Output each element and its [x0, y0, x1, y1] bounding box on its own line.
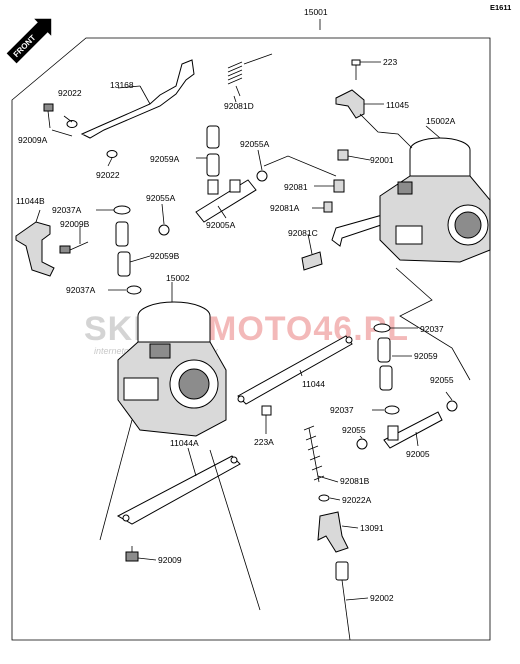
- spring-92081C-icon: [301, 251, 323, 271]
- spring-92081A-icon: [323, 201, 333, 213]
- label-223: 223: [383, 57, 397, 67]
- label-92037A-low: 92037A: [66, 285, 96, 295]
- bar-11044A-icon: [116, 455, 241, 525]
- label-92081D: 92081D: [224, 101, 254, 111]
- oring-92055A-mid-icon: [158, 224, 170, 236]
- label-92005A: 92005A: [206, 220, 236, 230]
- tube-92059B-bot-icon: [117, 251, 131, 277]
- screw-223-icon: [351, 59, 381, 80]
- front-arrow-icon: FRONT: [6, 18, 52, 64]
- carburetor-15002-icon: [117, 301, 227, 437]
- bracket-11044B-icon: [15, 221, 55, 277]
- bracket-13168-icon: [80, 59, 195, 139]
- label-92022A: 92022A: [342, 495, 372, 505]
- spring-92081D-icon: [227, 53, 273, 97]
- tube-92059-top-icon: [377, 337, 391, 363]
- washer-92022A-icon: [318, 494, 330, 502]
- label-11044B: 11044B: [16, 196, 45, 206]
- screw-223A-icon: [261, 405, 272, 426]
- label-92059: 92059: [414, 351, 438, 361]
- label-92037-low: 92037: [330, 405, 354, 415]
- washer-92022-mid-icon: [106, 150, 118, 158]
- label-15002: 15002: [166, 273, 190, 283]
- screw-92002-icon: [335, 561, 351, 641]
- oring-92055A-top-icon: [256, 170, 268, 182]
- part-labels: 223 11045 15002A 92022 13168 92081D 9200…: [16, 57, 456, 603]
- tube-92059A-bot-icon: [206, 153, 220, 177]
- screw-92009-icon: [125, 546, 139, 562]
- leader-lines: [35, 85, 471, 611]
- tube-92059B-top-icon: [115, 221, 129, 247]
- oring-92055-icon: [446, 400, 458, 412]
- label-92022-mid: 92022: [96, 170, 120, 180]
- label-11044: 11044: [302, 379, 325, 389]
- label-92009A: 92009A: [18, 135, 48, 145]
- label-92081A: 92081A: [270, 203, 300, 213]
- tube-92059A-top-icon: [206, 125, 220, 149]
- label-13168: 13168: [110, 80, 134, 90]
- holder-13091-icon: [317, 511, 349, 553]
- label-92022-top: 92022: [58, 88, 82, 98]
- washer-92022-top-icon: [66, 120, 78, 128]
- cap-92037A-top-icon: [113, 205, 131, 215]
- spring-92081-icon: [333, 179, 345, 193]
- fitting-92005-icon: [383, 411, 443, 449]
- label-11044A: 11044A: [170, 438, 199, 448]
- label-223A: 223A: [254, 437, 274, 447]
- main-part-number: 15001: [304, 7, 328, 17]
- label-15002A: 15002A: [426, 116, 456, 126]
- clip-11045-icon: [335, 89, 365, 119]
- label-92009B: 92009B: [60, 219, 90, 229]
- oring-92055-low-icon: [356, 438, 368, 450]
- label-92001: 92001: [370, 155, 394, 165]
- assembly-bracket-outline: [11, 19, 491, 641]
- label-92037: 92037: [420, 324, 444, 334]
- tube-92059-bot-icon: [379, 365, 393, 391]
- label-92055A-top: 92055A: [240, 139, 270, 149]
- fitting-92005A-icon: [195, 179, 257, 223]
- label-92059A: 92059A: [150, 154, 180, 164]
- label-13091: 13091: [360, 523, 384, 533]
- screw-92009A-icon: [43, 103, 54, 129]
- label-92081C: 92081C: [288, 228, 318, 238]
- screw-92001-icon: [337, 149, 349, 161]
- label-11045: 11045: [386, 100, 409, 110]
- label-92059B: 92059B: [150, 251, 180, 261]
- label-92037A-top: 92037A: [52, 205, 82, 215]
- label-92005: 92005: [406, 449, 430, 459]
- label-92081B: 92081B: [340, 476, 370, 486]
- label-92055A-mid: 92055A: [146, 193, 176, 203]
- label-92055-low: 92055: [342, 425, 366, 435]
- spring-92081B-icon: [303, 425, 325, 483]
- cap-92037-icon: [373, 323, 391, 333]
- diagram-code: E1611: [490, 3, 511, 12]
- screw-92009B-icon: [59, 241, 89, 254]
- carburetor-15002A-icon: [379, 137, 491, 263]
- cap-92037A-low-icon: [126, 285, 142, 295]
- label-92081: 92081: [284, 182, 308, 192]
- label-92009: 92009: [158, 555, 182, 565]
- cap-92037-low-icon: [384, 405, 400, 415]
- label-92002: 92002: [370, 593, 394, 603]
- label-92055: 92055: [430, 375, 454, 385]
